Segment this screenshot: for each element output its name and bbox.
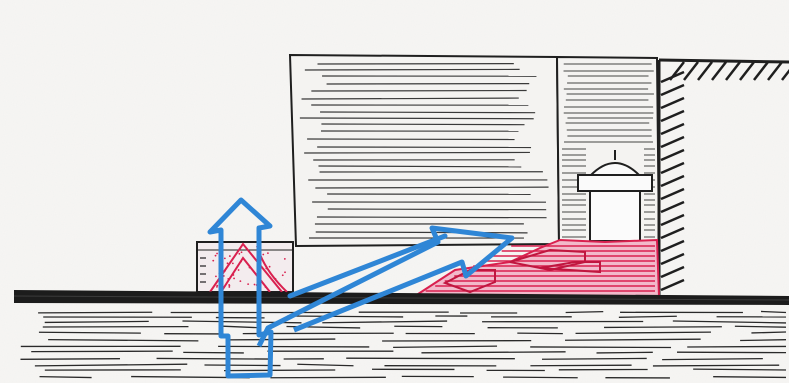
pavilion-dot	[284, 271, 286, 273]
ground-hatch-line	[542, 358, 647, 359]
pavilion-dot	[267, 252, 269, 254]
pavilion-dot	[228, 286, 230, 288]
pavilion-dot	[232, 274, 234, 276]
pavilion-dot	[269, 266, 271, 268]
pavilion-dot	[239, 280, 241, 282]
ground-hatch-line	[31, 351, 173, 352]
ground-hatch-line	[687, 346, 786, 347]
building-facade	[290, 55, 559, 246]
tower-block	[557, 57, 659, 244]
pavilion-dot	[238, 253, 240, 255]
ground-hatch-line	[39, 332, 141, 333]
ground-hatch-line	[693, 369, 786, 370]
pavilion-dot	[254, 284, 256, 286]
pavilion-dot	[249, 267, 251, 269]
ground-hatch-line	[40, 377, 92, 378]
ground-hatch-line	[157, 358, 272, 359]
pavilion-dot	[265, 286, 267, 288]
ground-hatch-line	[740, 340, 786, 341]
facade-hatch-line	[300, 118, 534, 119]
ground-hatch-line	[713, 377, 786, 378]
ground-hatch-line	[38, 312, 152, 313]
pavilion-dot	[224, 258, 226, 260]
pavilion-dot	[265, 268, 267, 270]
pavilion-dot	[241, 251, 243, 253]
pavilion-dot	[215, 255, 217, 257]
ground-hatch-line	[218, 346, 369, 347]
ground-hatch-line	[227, 339, 336, 340]
facade-hatch-line	[304, 152, 530, 153]
ground-hatch-line	[596, 352, 652, 353]
ground-hatch-line	[566, 312, 604, 313]
ground-hatch-line	[751, 332, 786, 333]
pavilion-dot	[238, 269, 240, 271]
pavilion-dot	[275, 278, 277, 280]
pavilion-dot	[229, 255, 231, 257]
pavilion-dot	[262, 254, 264, 256]
ground-hatch-line	[224, 370, 335, 371]
facade-hatch-line	[305, 69, 520, 70]
facade-hatch-line	[317, 217, 547, 218]
ground-hatch-line	[653, 365, 779, 366]
facade-hatch-line	[307, 139, 514, 140]
ground-hatch-line	[20, 359, 119, 360]
ground-hatch-line	[287, 316, 403, 317]
pavilion-dot	[232, 262, 234, 264]
facade-hatch-line	[315, 187, 548, 188]
pavilion-dot	[225, 268, 227, 270]
pavilion-dot	[240, 261, 242, 263]
pavilion-dot	[228, 284, 230, 286]
pavilion-dot	[224, 270, 226, 272]
pavilion-dot	[227, 278, 229, 280]
pavilion-dot	[212, 260, 214, 262]
entrance-pavilion	[197, 242, 293, 292]
pavilion-dot	[216, 253, 218, 255]
ground-hatch-line	[530, 365, 631, 366]
pavilion-dot	[215, 275, 217, 277]
pavilion-dot	[227, 262, 229, 264]
pavilion-dot	[216, 285, 218, 287]
facade-hatch-line	[320, 112, 535, 113]
pavilion-dot	[247, 283, 249, 285]
ground-hatch-line	[346, 358, 515, 359]
facade-hatch-line	[321, 124, 524, 125]
pavilion-dot	[233, 278, 235, 280]
facade-hatch-line	[328, 209, 546, 210]
ground-hatch-line	[503, 377, 578, 378]
ground-hatch-line	[530, 347, 671, 348]
ground-hatch-line	[604, 327, 722, 328]
ground-hatch-line	[183, 352, 244, 353]
pavilion-dot	[282, 274, 284, 276]
pavilion-dot	[284, 258, 286, 260]
